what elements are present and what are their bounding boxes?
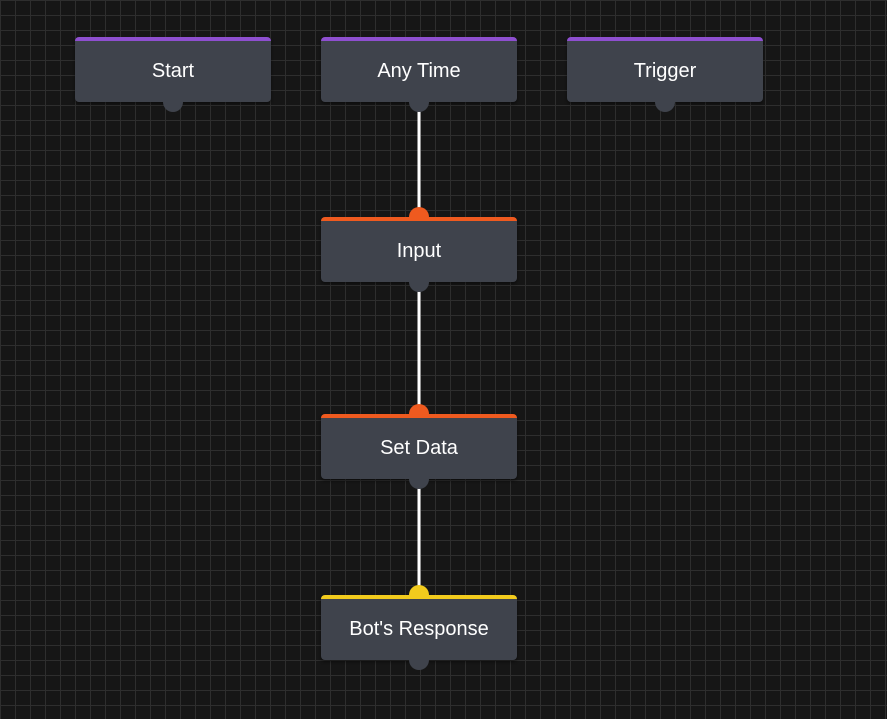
node-bots-response-input-port[interactable] xyxy=(409,585,429,595)
node-any-time-label: Any Time xyxy=(377,59,461,82)
node-start-label: Start xyxy=(151,59,195,82)
node-start-output-port[interactable] xyxy=(163,102,183,112)
node-bots-response-label: Bot's Response xyxy=(349,617,489,640)
node-input-input-port[interactable] xyxy=(409,207,429,217)
node-start[interactable]: Start xyxy=(75,37,271,112)
node-input-output-port[interactable] xyxy=(409,282,429,292)
node-set-data-input-port[interactable] xyxy=(409,404,429,414)
node-set-data[interactable]: Set Data xyxy=(321,404,517,489)
node-trigger-output-port[interactable] xyxy=(655,102,675,112)
node-bots-response[interactable]: Bot's Response xyxy=(321,585,517,670)
node-any-time-output-port[interactable] xyxy=(409,102,429,112)
node-input[interactable]: Input xyxy=(321,207,517,292)
node-bots-response-output-port[interactable] xyxy=(409,660,429,670)
node-trigger[interactable]: Trigger xyxy=(567,37,763,112)
node-trigger-label: Trigger xyxy=(633,59,697,82)
node-set-data-label: Set Data xyxy=(380,436,458,459)
node-input-label: Input xyxy=(396,239,442,262)
node-set-data-output-port[interactable] xyxy=(409,479,429,489)
node-any-time[interactable]: Any Time xyxy=(321,37,517,112)
